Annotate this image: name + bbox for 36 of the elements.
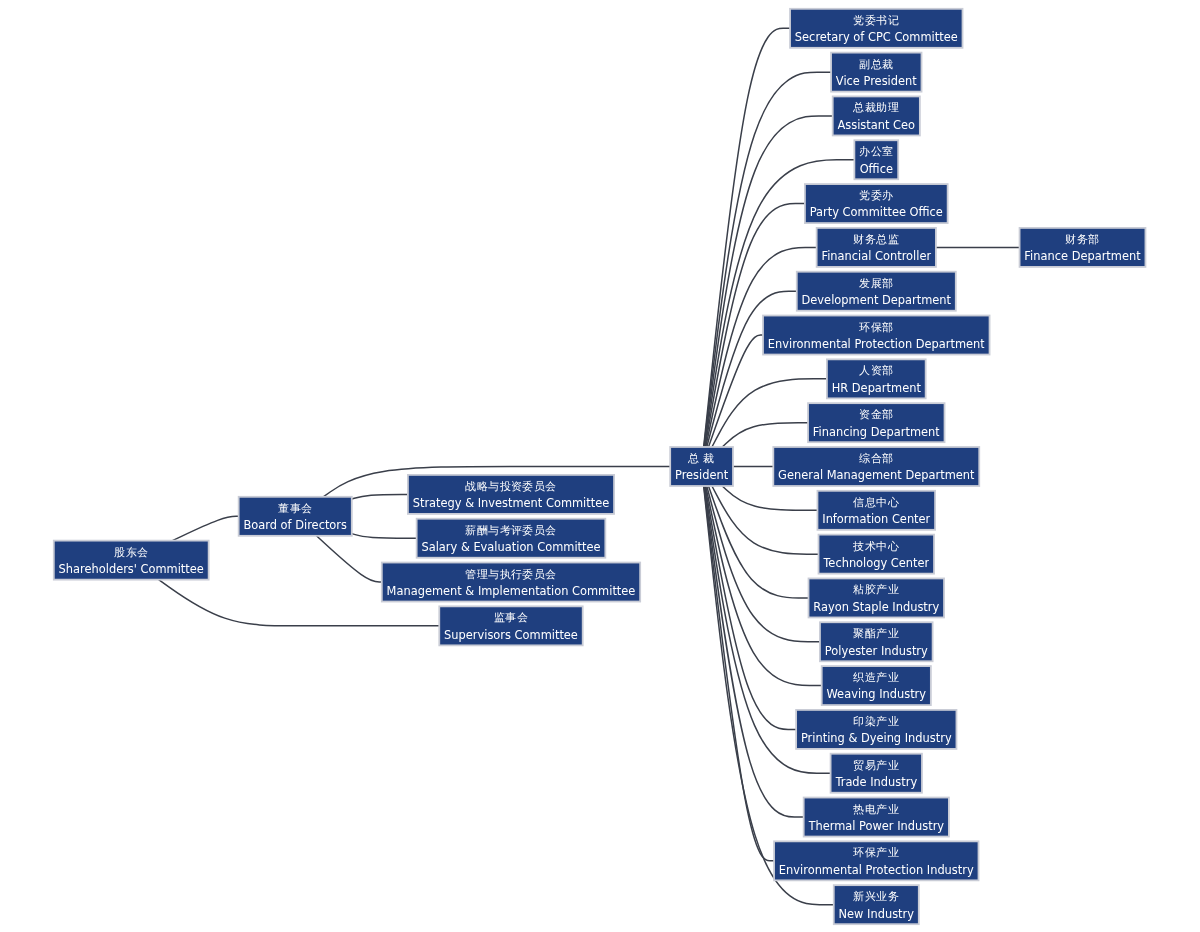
node-box: 财务部 Finance Department (1019, 226, 1147, 268)
node-box: 印染产业 Printing & Dyeing Industry (795, 708, 958, 750)
connector (351, 532, 418, 539)
connector (703, 484, 835, 905)
node-box: 党委书记 Secretary of CPC Committee (789, 7, 964, 49)
node-box: 热电产业 Thermal Power Industry (803, 796, 951, 837)
connector (705, 484, 823, 686)
connector (705, 246, 818, 448)
node-box: 贸易产业 Trade Industry (830, 752, 924, 794)
node-box: 信息中心 Information Center (816, 489, 937, 531)
node-box: 党委办 Party Committee Office (804, 182, 949, 224)
node-box: 织造产业 Weaving Industry (821, 664, 933, 706)
node-box: 新兴业务 New Industry (833, 883, 921, 925)
node-box: 总 裁 President (669, 445, 735, 487)
node-box: 技术中心 Technology Center (818, 533, 936, 575)
node-box: 办公室 Office (853, 138, 900, 180)
node-box: 总裁助理 Assistant Ceo (832, 95, 922, 136)
node-box: 董事会 Board of Directors (238, 495, 354, 537)
node-box: 管理与执行委员会 Management & Implementation Committee (381, 561, 642, 602)
node-box: 资金部 Financing Department (807, 401, 946, 443)
node-box: 股东会 Shareholders' Committee (53, 539, 210, 581)
node-box: 监事会 Supervisors Committee (438, 604, 584, 646)
node-box: 战略与投资委员会 Strategy & Investment Committee (407, 473, 616, 515)
node-box: 副总裁 Vice President (830, 51, 923, 93)
connector (316, 534, 383, 583)
node-box: 发展部 Development Department (796, 270, 958, 312)
node-box: 财务总监 Financial Controller (816, 226, 938, 268)
node-box: 粘胶产业 Rayon Staple Industry (808, 577, 946, 618)
node-box: 薪酬与考评委员会 Salary & Evaluation Committee (416, 517, 607, 559)
node-box: 环保部 Environmental Protection Department (762, 314, 991, 355)
node-box: 聚酯产业 Polyester Industry (819, 620, 934, 662)
node-box: 人资部 HR Department (826, 357, 927, 399)
node-box: 综合部 General Management Department (772, 445, 981, 487)
connector (706, 289, 798, 448)
node-box: 环保产业 Environmental Protection Industry (773, 839, 980, 881)
connector (172, 515, 240, 541)
